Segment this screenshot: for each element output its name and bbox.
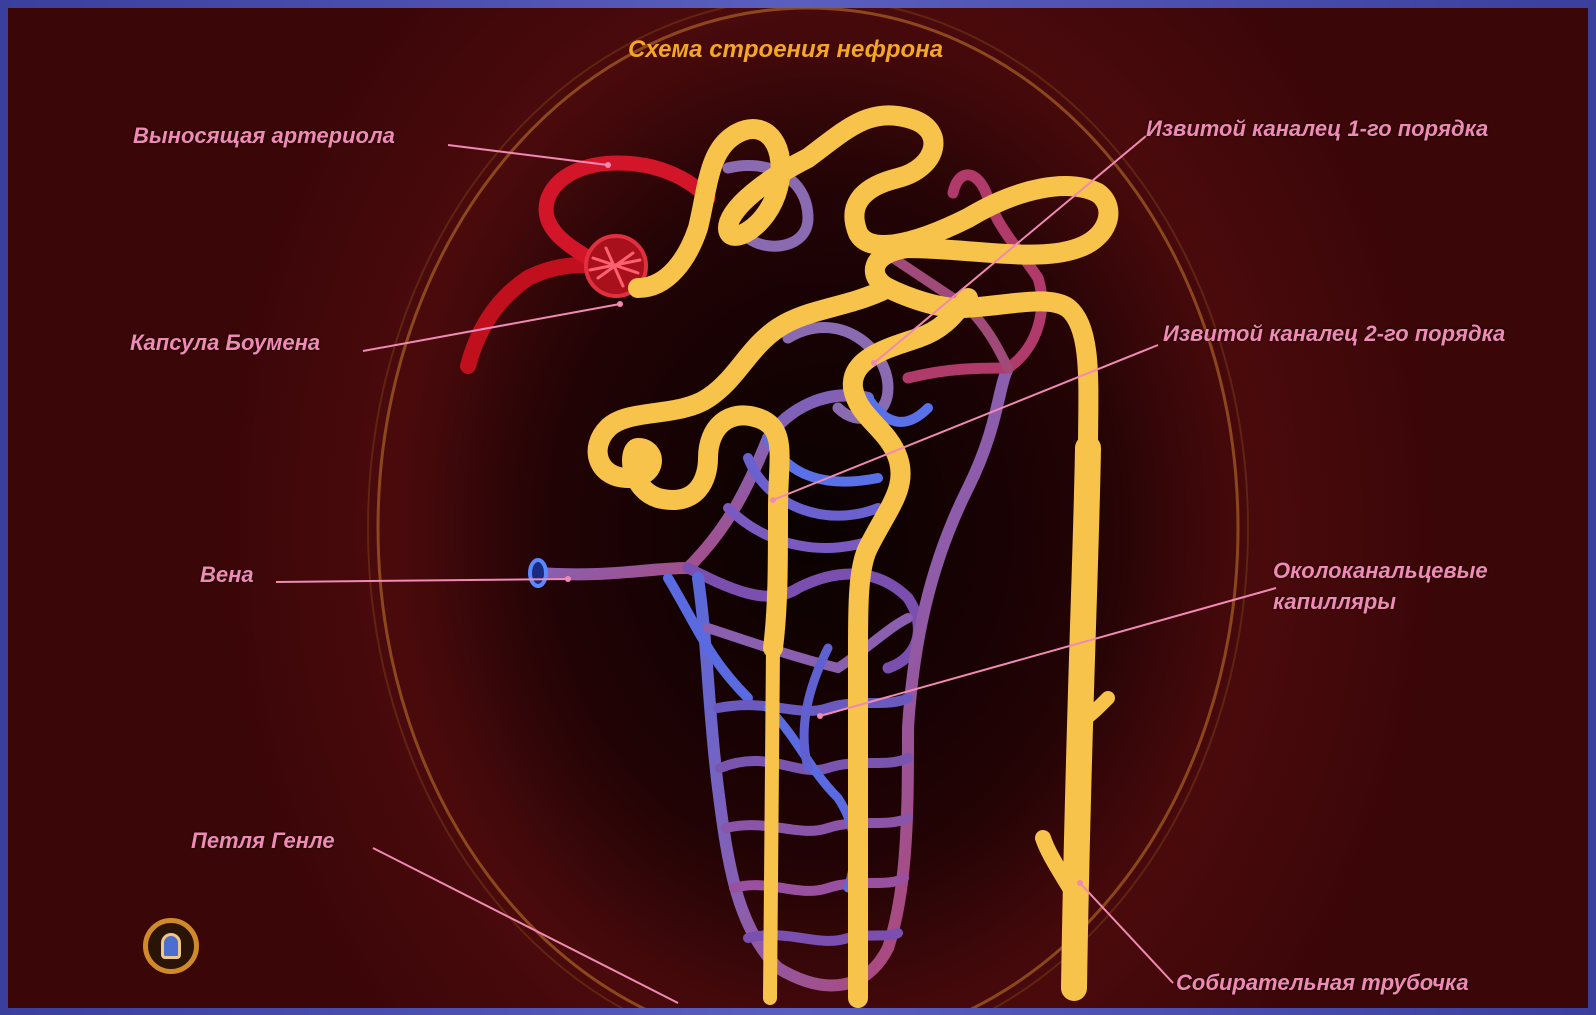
- label-convoluted-tubule-1: Извитой каналец 1-го порядка: [1146, 116, 1488, 142]
- label-peritubular-capillaries: Околоканальцевые: [1273, 558, 1488, 584]
- label-efferent-arteriole: Выносящая артериола: [133, 123, 395, 149]
- diagram-title: Схема строения нефрона: [628, 36, 943, 64]
- label-loop-of-henle: Петля Генле: [191, 828, 335, 854]
- diagram-stage: Схема строения нефрона Выносящая артерио…: [8, 8, 1588, 1008]
- label-collecting-duct: Собирательная трубочка: [1176, 970, 1469, 996]
- leader-collecting: [1080, 883, 1173, 983]
- label-vein: Вена: [200, 562, 254, 588]
- nephron-illustration: [8, 8, 1588, 1008]
- vein-end: [530, 560, 546, 586]
- label-convoluted-tubule-2: Извитой каналец 2-го порядка: [1163, 321, 1505, 347]
- label-peritubular-capillaries-2: капилляры: [1273, 589, 1396, 615]
- keyhole-icon[interactable]: [143, 918, 199, 974]
- label-bowman-capsule: Капсула Боумена: [130, 330, 320, 356]
